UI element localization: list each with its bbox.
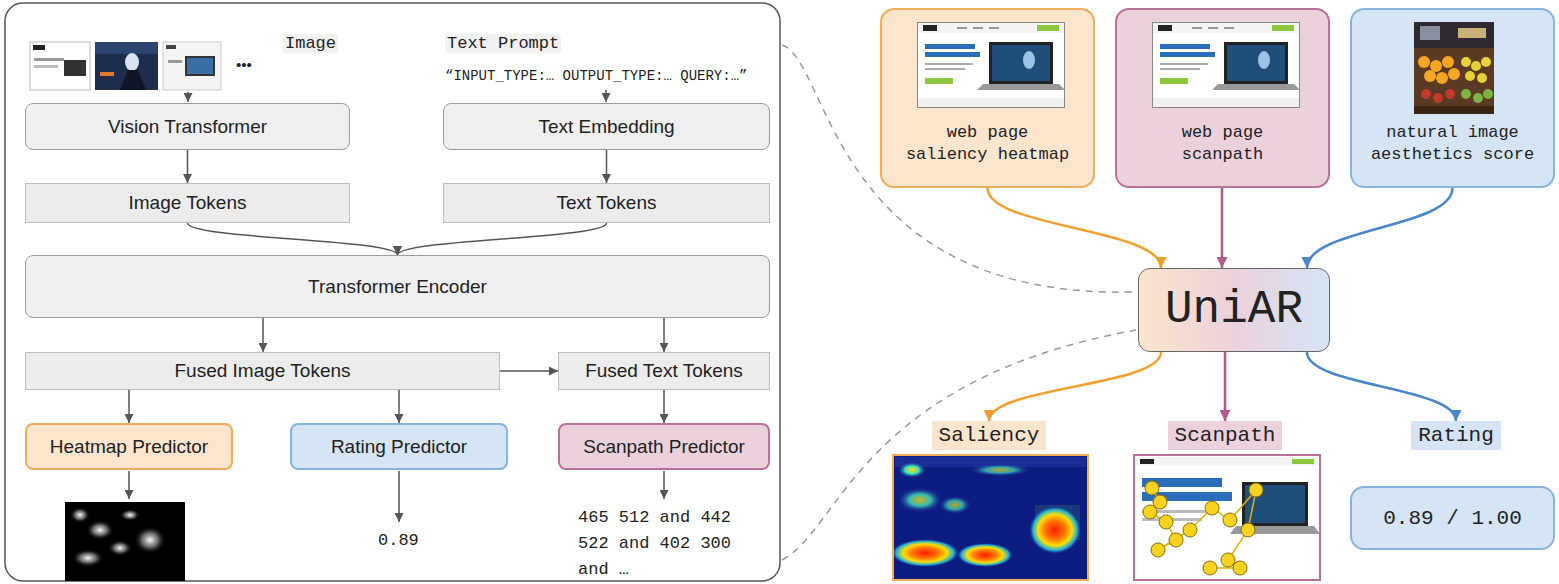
token-box: Text Tokens [443, 183, 770, 223]
arrow-connector [989, 352, 1161, 421]
node-label: Text Tokens [557, 192, 657, 214]
coordinate-text: 465 512 and 442 522 and 402 300 and … [578, 505, 748, 583]
arrow-connector [128, 390, 130, 423]
predictor-box: Heatmap Predictor [25, 423, 233, 470]
predictor-box: Scanpath Predictor [558, 423, 770, 470]
input-thumbnails [30, 42, 221, 90]
part-name: Text Prompt [445, 34, 561, 53]
output-tag: Saliency [932, 421, 1047, 450]
process-box: Vision Transformer [25, 103, 350, 150]
flow-arrow [187, 92, 189, 102]
arrow-connector [606, 150, 608, 183]
node-label: Fused Text Tokens [585, 360, 743, 382]
node-label: Vision Transformer [108, 116, 267, 138]
model-panel [5, 3, 780, 581]
output-tag: Scanpath [1168, 421, 1283, 450]
webpage-thumbnail [917, 22, 1065, 108]
node-label: Rating [1418, 424, 1494, 447]
node-label: Text Embedding [538, 116, 674, 138]
arrow-connector [188, 223, 398, 255]
flow-arrow [663, 471, 665, 499]
score-value: 0.89 [378, 531, 419, 550]
part-name: Image [283, 34, 338, 53]
arrow-connector [262, 318, 264, 352]
process-box: Text Embedding [443, 103, 770, 150]
saliency-output-image [891, 455, 1088, 580]
node-label: Transformer Encoder [308, 276, 487, 298]
predicted-heatmap [65, 502, 185, 581]
score-box: 0.89 / 1.00 [1350, 486, 1555, 550]
webpage-thumbnail [1152, 22, 1300, 108]
node-label: Saliency [939, 424, 1040, 447]
node-label: Image Tokens [129, 192, 247, 214]
input-card: web page scanpath [1115, 8, 1330, 188]
token-box: Fused Text Tokens [558, 352, 770, 390]
arrow-connector [663, 390, 665, 423]
node-label: Scanpath Predictor [583, 436, 745, 458]
token-box: Image Tokens [25, 183, 350, 223]
node-label: Heatmap Predictor [50, 436, 208, 458]
scanpath-output-image [1134, 455, 1320, 580]
prompt-text: “INPUT_TYPE:… OUTPUT_TYPE:… QUERY:…” [445, 68, 747, 84]
flow-arrow [128, 471, 130, 499]
node-label: 0.89 / 1.00 [1383, 507, 1522, 530]
ellipsis-mark: ••• [236, 56, 252, 73]
node-label: web page saliency heatmap [903, 122, 1073, 166]
arrow-connector [398, 223, 607, 255]
natural-photo [1414, 22, 1494, 114]
arrow-connector [1221, 188, 1224, 268]
node-label: Fused Image Tokens [174, 360, 350, 382]
arrow-connector [398, 390, 400, 423]
output-tag: Rating [1411, 421, 1501, 450]
node-label: natural image aesthetics score [1368, 122, 1538, 166]
arrow-connector [187, 150, 189, 183]
input-card: natural image aesthetics score [1350, 8, 1555, 188]
arrow-connector [1307, 188, 1453, 268]
input-card: web page saliency heatmap [880, 8, 1095, 188]
arrow-connector [500, 370, 558, 372]
process-box: Transformer Encoder [25, 255, 770, 318]
arrow-connector [1307, 352, 1456, 421]
arrow-connector [988, 188, 1162, 268]
predictor-box: Rating Predictor [290, 423, 508, 470]
token-box: Fused Image Tokens [25, 352, 500, 390]
node-label: Rating Predictor [331, 436, 467, 458]
node-label: Scanpath [1175, 424, 1276, 447]
arrow-connector [1224, 352, 1227, 421]
node-label: web page scanpath [1138, 122, 1308, 166]
flow-arrow [398, 471, 400, 522]
arrow-connector [663, 318, 665, 352]
model-box: UniAR [1138, 268, 1330, 352]
flow-arrow [605, 90, 607, 102]
node-label: UniAR [1165, 284, 1303, 336]
